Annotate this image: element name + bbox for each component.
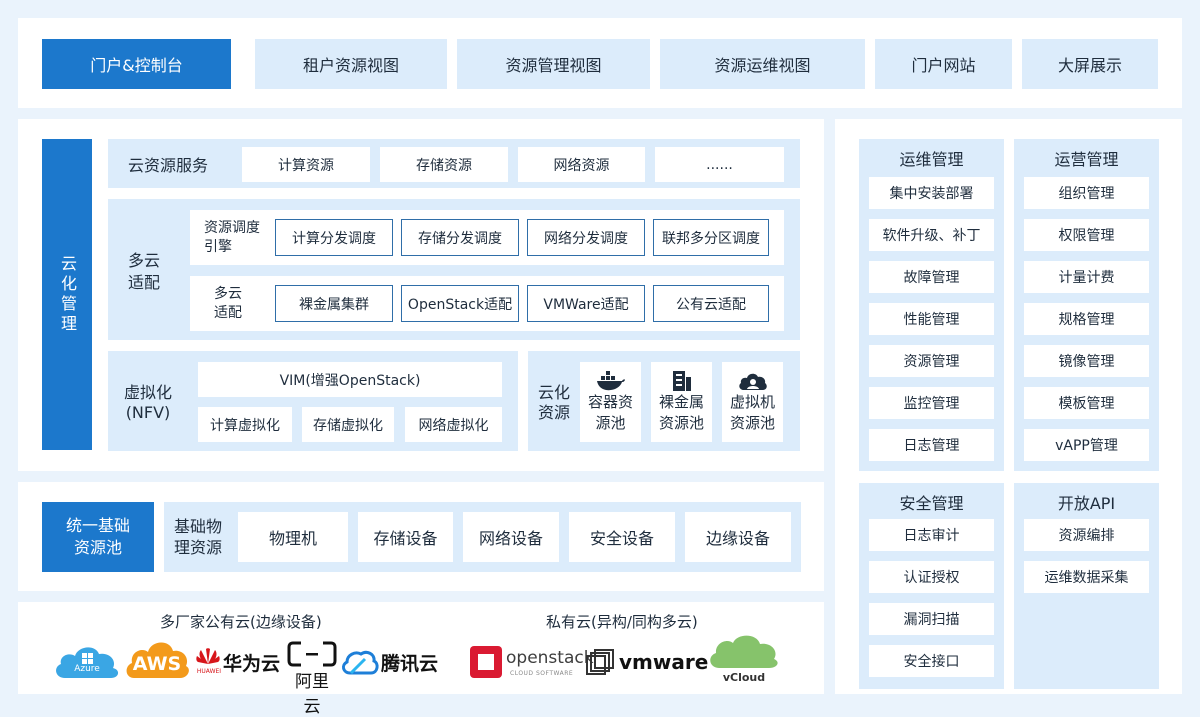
tencent-logo: 腾讯云 xyxy=(341,648,446,678)
adapter-openstack[interactable]: OpenStack适配 xyxy=(401,285,519,322)
security-item[interactable]: 认证授权 xyxy=(869,561,994,593)
adapter-public-cloud[interactable]: 公有云适配 xyxy=(653,285,769,322)
pool-baremetal[interactable]: 裸金属资源池 xyxy=(651,362,712,442)
tencent-cloud-icon xyxy=(341,650,379,675)
service-network[interactable]: 网络资源 xyxy=(518,147,645,182)
pool-container[interactable]: 容器资源池 xyxy=(580,362,641,442)
infra-security[interactable]: 安全设备 xyxy=(569,512,675,562)
security-item[interactable]: 日志审计 xyxy=(869,519,994,551)
nav-resource-mgmt-view[interactable]: 资源管理视图 xyxy=(457,39,650,89)
aws-cloud-icon xyxy=(126,642,189,678)
server-icon xyxy=(672,371,691,391)
aws-logo: AWS xyxy=(124,638,190,680)
tencent-text: 腾讯云 xyxy=(381,653,439,675)
cloud-user-icon xyxy=(738,373,767,390)
azure-cloud-icon xyxy=(56,647,119,678)
sched-federation[interactable]: 联邦多分区调度 xyxy=(653,219,769,256)
huawei-mark: HUAWEI xyxy=(196,668,222,675)
ops-item[interactable]: 软件升级、补丁 xyxy=(869,219,994,251)
cloud-mgmt-label: 云化管理 xyxy=(42,139,92,450)
nav-big-screen[interactable]: 大屏展示 xyxy=(1022,39,1158,89)
aliyun-bracket-icon xyxy=(287,641,337,667)
openstack-text: openstack xyxy=(506,648,594,668)
security-item[interactable]: 安全接口 xyxy=(869,645,994,677)
cloud-services-label: 云资源服务 xyxy=(128,155,209,175)
huawei-logo: HUAWEI 华为云 xyxy=(195,648,283,678)
infra-storage[interactable]: 存储设备 xyxy=(358,512,453,562)
scheduler-label: 资源调度引擎 xyxy=(204,220,260,255)
operations-title: 运营管理 xyxy=(1054,150,1119,169)
operations-item[interactable]: 镜像管理 xyxy=(1024,345,1149,377)
operations-item[interactable]: 组织管理 xyxy=(1024,177,1149,209)
openstack-logo: openstack CLOUD SOFTWARE xyxy=(470,646,594,682)
sched-storage[interactable]: 存储分发调度 xyxy=(401,219,519,256)
azure-logo: Azure xyxy=(53,642,121,680)
ops-item[interactable]: 资源管理 xyxy=(869,345,994,377)
operations-item[interactable]: vAPP管理 xyxy=(1024,429,1149,461)
operations-item[interactable]: 权限管理 xyxy=(1024,219,1149,251)
open-api-item[interactable]: 运维数据采集 xyxy=(1024,561,1149,593)
infra-sub-label: 基础物理资源 xyxy=(174,517,223,557)
ops-item[interactable]: 监控管理 xyxy=(869,387,994,419)
sched-network[interactable]: 网络分发调度 xyxy=(527,219,645,256)
vmware-logo: vmware xyxy=(585,648,709,678)
nav-resource-ops-view[interactable]: 资源运维视图 xyxy=(660,39,865,89)
service-storage[interactable]: 存储资源 xyxy=(380,147,508,182)
pool-vm-label: 虚拟机资源池 xyxy=(729,393,775,432)
adapter-baremetal[interactable]: 裸金属集群 xyxy=(275,285,393,322)
nav-portal-site[interactable]: 门户网站 xyxy=(875,39,1012,89)
vim-openstack[interactable]: VIM(增强OpenStack) xyxy=(198,362,502,397)
nav-portal-console[interactable]: 门户&控制台 xyxy=(42,39,231,89)
azure-text: Azure xyxy=(74,664,100,674)
docker-icon xyxy=(596,371,625,391)
infra-physical[interactable]: 物理机 xyxy=(238,512,348,562)
virtualization-label: 虚拟化(NFV) xyxy=(123,383,172,422)
public-cloud-title: 多厂家公有云(边缘设备) xyxy=(160,612,322,631)
operations-item[interactable]: 规格管理 xyxy=(1024,303,1149,335)
nav-tenant-view[interactable]: 租户资源视图 xyxy=(255,39,447,89)
operations-item[interactable]: 计量计费 xyxy=(1024,261,1149,293)
virt-storage[interactable]: 存储虚拟化 xyxy=(302,407,394,442)
service-compute[interactable]: 计算资源 xyxy=(242,147,370,182)
service-more[interactable]: ...... xyxy=(655,147,784,182)
openstack-icon xyxy=(470,646,502,678)
pool-baremetal-label: 裸金属资源池 xyxy=(658,393,704,432)
openstack-subtext: CLOUD SOFTWARE xyxy=(510,670,574,677)
ops-item[interactable]: 故障管理 xyxy=(869,261,994,293)
pool-container-label: 容器资源池 xyxy=(587,393,633,432)
infra-label: 统一基础资源池 xyxy=(42,502,154,572)
vcloud-logo: vCloud xyxy=(707,634,781,686)
infra-network[interactable]: 网络设备 xyxy=(463,512,559,562)
cloud-resources-label: 云化资源 xyxy=(538,383,571,422)
aliyun-text: 阿里云 xyxy=(295,672,329,717)
ops-title: 运维管理 xyxy=(899,150,964,169)
huawei-petal-icon xyxy=(196,648,220,664)
vmware-icon xyxy=(586,649,614,675)
security-title: 安全管理 xyxy=(899,494,964,513)
operations-item[interactable]: 模板管理 xyxy=(1024,387,1149,419)
virt-network[interactable]: 网络虚拟化 xyxy=(405,407,502,442)
private-cloud-title: 私有云(异构/同构多云) xyxy=(546,612,698,631)
virt-compute[interactable]: 计算虚拟化 xyxy=(198,407,292,442)
vcloud-text: vCloud xyxy=(722,671,766,684)
multicloud-label: 多云适配 xyxy=(128,251,161,292)
vmware-text: vmware xyxy=(619,650,709,674)
pool-vm[interactable]: 虚拟机资源池 xyxy=(722,362,783,442)
infra-edge[interactable]: 边缘设备 xyxy=(685,512,791,562)
security-item[interactable]: 漏洞扫描 xyxy=(869,603,994,635)
ops-item[interactable]: 性能管理 xyxy=(869,303,994,335)
sched-compute[interactable]: 计算分发调度 xyxy=(275,219,393,256)
ops-item[interactable]: 集中安装部署 xyxy=(869,177,994,209)
open-api-item[interactable]: 资源编排 xyxy=(1024,519,1149,551)
adapter-vmware[interactable]: VMWare适配 xyxy=(527,285,645,322)
adapter-label: 多云适配 xyxy=(214,286,242,321)
aws-text: AWS xyxy=(132,653,182,675)
vcloud-cloud-icon xyxy=(710,635,778,668)
open-api-title: 开放API xyxy=(1057,494,1116,513)
huawei-text: 华为云 xyxy=(223,653,281,675)
aliyun-logo: 阿里云 xyxy=(287,641,337,717)
ops-item[interactable]: 日志管理 xyxy=(869,429,994,461)
